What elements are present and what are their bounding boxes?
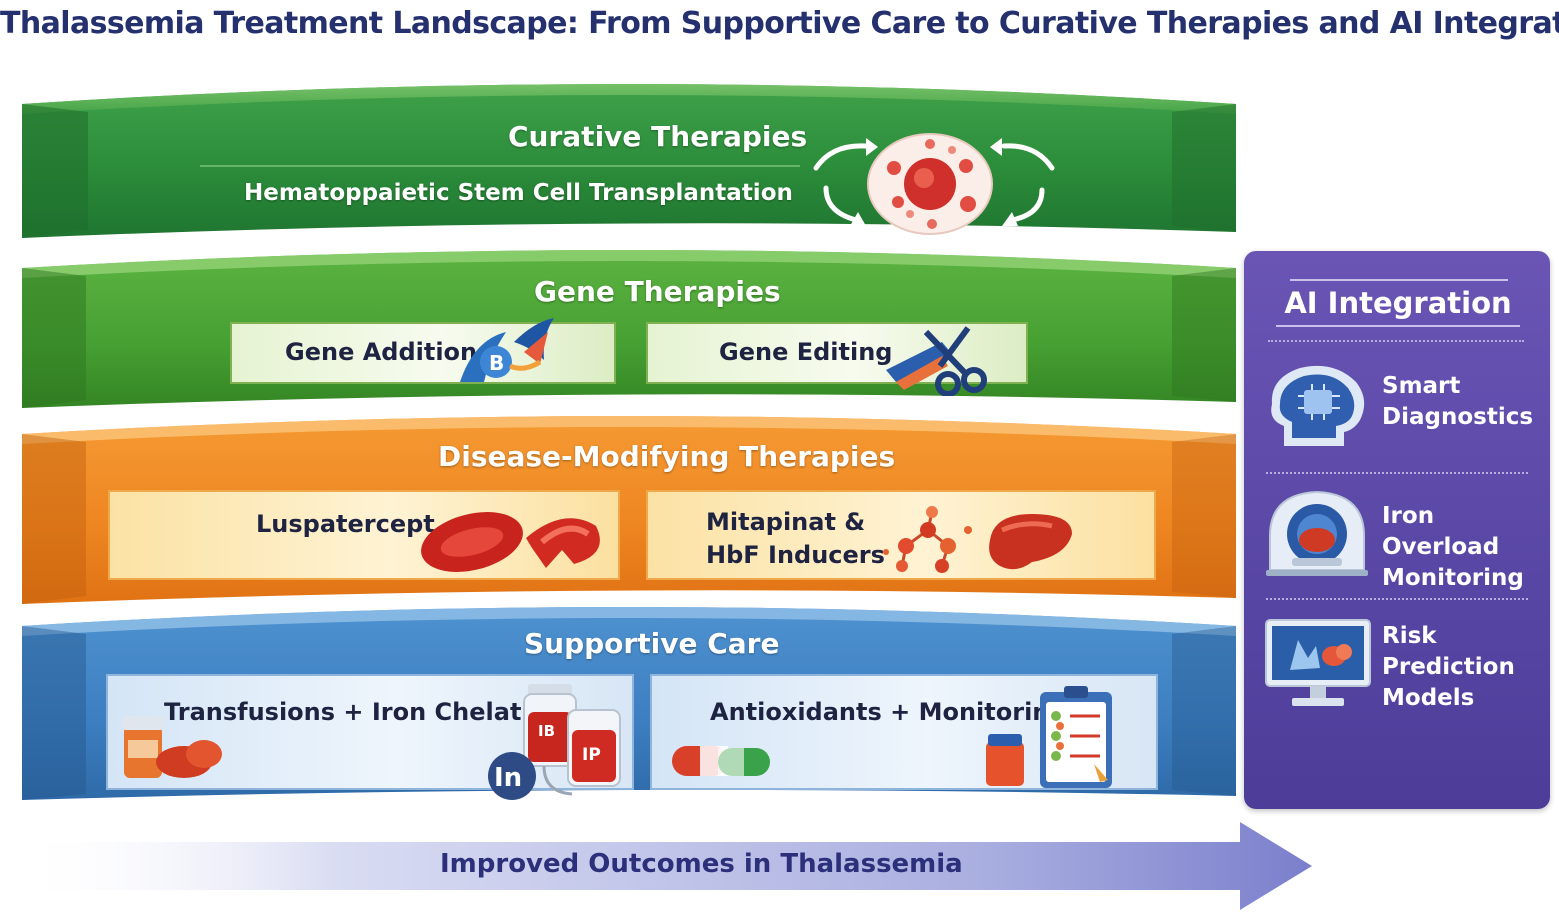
ai-item-line1: Risk xyxy=(1382,623,1437,649)
red-blood-cell-icon xyxy=(421,512,600,572)
divider xyxy=(1266,598,1528,600)
ai-item-smart-diagnostics: Smart Diagnostics xyxy=(1382,371,1533,433)
card-luspatercept: Luspatercept xyxy=(108,490,620,580)
molecule-liver-icon xyxy=(883,506,1072,573)
tier-title: Gene Therapies xyxy=(534,275,781,308)
monitor-analytics-icon xyxy=(1265,619,1371,706)
card-label: Gene Addition xyxy=(285,338,478,366)
card-label: Antioxidants + Monitoring xyxy=(710,698,1067,726)
ai-item-line2: Monitoring xyxy=(1382,565,1524,591)
ai-item-line1: Iron Overload xyxy=(1382,503,1500,560)
card-gene-editing: Gene Editing xyxy=(646,322,1028,396)
ai-item-line2: Prediction xyxy=(1382,654,1515,680)
tier-title: Curative Therapies xyxy=(508,120,808,153)
card-label-line1: Mitapinat & xyxy=(706,508,866,536)
ai-item-iron-overload: Iron Overload Monitoring xyxy=(1382,501,1559,594)
crispr-scissors-icon xyxy=(886,326,987,396)
tier-title: Supportive Care xyxy=(524,627,780,660)
card-antioxidants: Antioxidants + Monitoring xyxy=(650,674,1158,790)
blood-bag-icon: IB IP In xyxy=(488,684,621,800)
tier-subtitle: Hematoppaietic Stem Cell Transplantation xyxy=(244,180,793,206)
capsules-icon xyxy=(672,746,770,776)
brain-chip-icon xyxy=(1271,365,1365,446)
outcome-label: Improved Outcomes in Thalassemia xyxy=(440,849,963,879)
bag-label: IB xyxy=(538,722,555,740)
page-title: Thalassemia Treatment Landscape: From Su… xyxy=(0,6,1559,41)
badge-text: In xyxy=(494,763,522,793)
card-transfusions: Transfusions + Iron Chelation IB IP In xyxy=(106,674,634,800)
tier-curative: Curative Therapies Hematoppaietic Stem C… xyxy=(0,0,1559,260)
tier-supportive: Supportive Care Transfusions + Iron Chel… xyxy=(22,607,1236,800)
tier-title: Disease-Modifying Therapies xyxy=(438,440,896,473)
dna-vector-icon: B xyxy=(460,318,554,382)
ai-item-line3: Models xyxy=(1382,685,1475,711)
ai-title-rule-top xyxy=(1290,279,1508,281)
bag-label: IP xyxy=(582,745,601,765)
arrow-right-icon xyxy=(10,822,1312,910)
pill-bottle-icon xyxy=(122,716,222,778)
divider xyxy=(1268,340,1524,342)
card-gene-addition: Gene Addition B xyxy=(230,318,616,384)
card-label-line2: HbF Inducers xyxy=(706,541,885,569)
divider xyxy=(1266,472,1528,474)
gene-badge: B xyxy=(489,351,504,375)
clipboard-pills-icon xyxy=(986,686,1112,788)
tier-disease-modifying: Disease-Modifying Therapies Luspatercept… xyxy=(22,416,1236,604)
ai-title-rule-bottom xyxy=(1276,325,1520,327)
stem-cell-cycle-icon xyxy=(813,133,1055,235)
card-mitapinat: Mitapinat & HbF Inducers xyxy=(646,490,1156,580)
mri-scanner-icon xyxy=(1266,490,1368,576)
card-label: Transfusions + Iron Chelation xyxy=(164,698,564,726)
ai-item-line2: Diagnostics xyxy=(1382,404,1534,430)
ai-item-risk-prediction: Risk Prediction Models xyxy=(1382,621,1515,714)
card-label: Gene Editing xyxy=(719,338,893,366)
tier-gene: Gene Therapies Gene Addition B Gene Edit… xyxy=(0,0,1559,420)
ai-item-line1: Smart xyxy=(1382,373,1461,399)
card-label: Luspatercept xyxy=(256,510,435,538)
ai-title: AI Integration xyxy=(1284,286,1512,320)
